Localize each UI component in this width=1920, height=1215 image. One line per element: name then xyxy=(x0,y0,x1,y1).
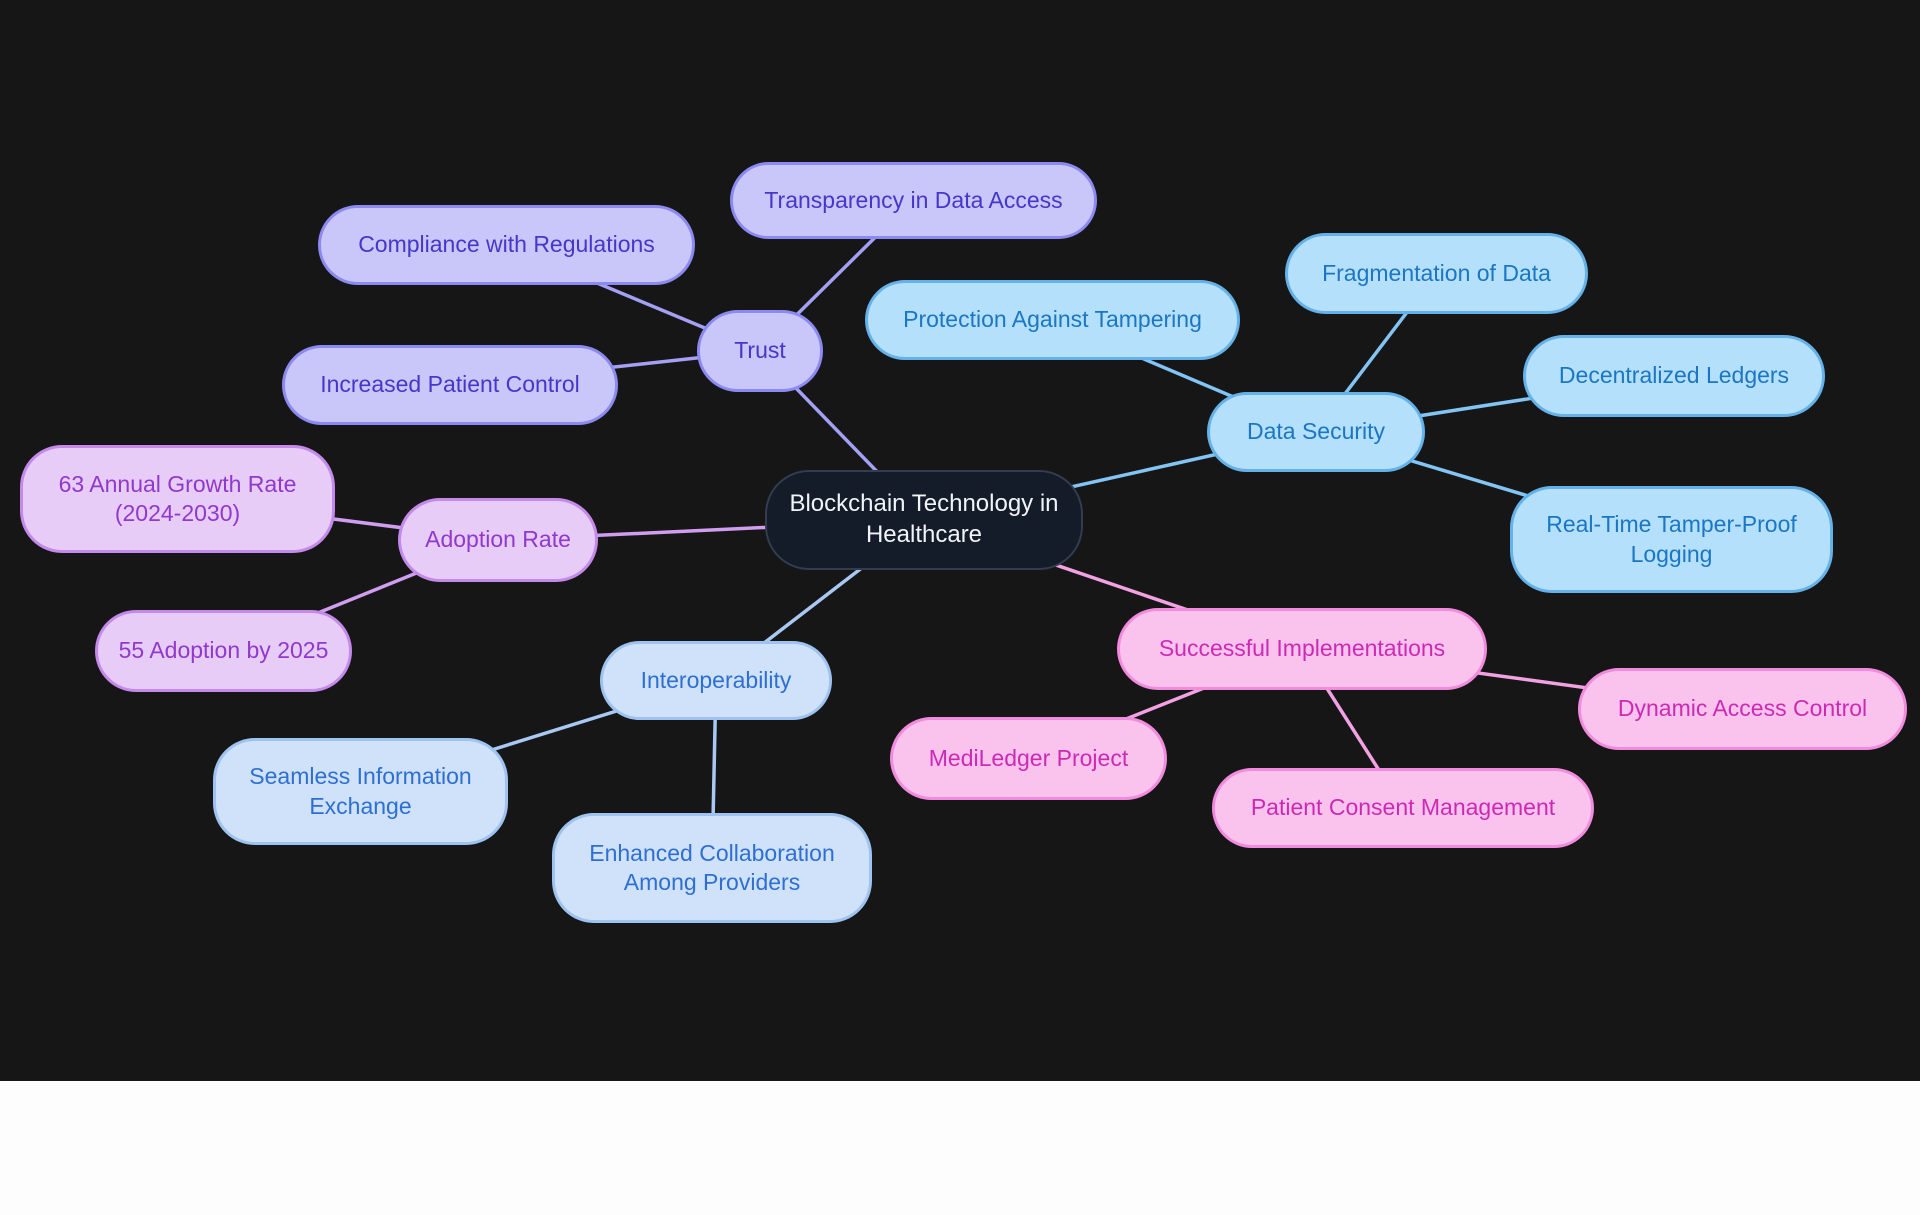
footer-band xyxy=(0,1081,1920,1215)
node-enhanced-collaboration-providers[interactable]: Enhanced Collaboration Among Providers xyxy=(552,813,872,923)
node-seamless-information-exchange[interactable]: Seamless Information Exchange xyxy=(213,738,508,845)
node-annual-growth-rate[interactable]: 63 Annual Growth Rate (2024-2030) xyxy=(20,445,335,553)
node-label: Interoperability xyxy=(640,666,792,693)
node-label: Real-Time Tamper-Proof Logging xyxy=(1546,511,1797,567)
node-transparency-in-data-access[interactable]: Transparency in Data Access xyxy=(730,162,1097,239)
node-protection-against-tampering[interactable]: Protection Against Tampering xyxy=(865,280,1240,360)
node-successful-implementations[interactable]: Successful Implementations xyxy=(1117,608,1487,690)
node-interoperability[interactable]: Interoperability xyxy=(600,641,832,720)
node-trust[interactable]: Trust xyxy=(697,310,823,392)
node-label: Increased Patient Control xyxy=(320,371,580,398)
node-label: Successful Implementations xyxy=(1158,635,1446,662)
node-increased-patient-control[interactable]: Increased Patient Control xyxy=(282,345,618,425)
node-label: Trust xyxy=(734,337,786,364)
node-adoption-by-2025[interactable]: 55 Adoption by 2025 xyxy=(95,610,352,692)
node-mediledger-project[interactable]: MediLedger Project xyxy=(890,717,1167,800)
node-label: Transparency in Data Access xyxy=(764,186,1063,213)
node-patient-consent-management[interactable]: Patient Consent Management xyxy=(1212,768,1594,848)
node-label: Data Security xyxy=(1246,418,1386,445)
node-adoption-rate[interactable]: Adoption Rate xyxy=(398,498,598,582)
node-decentralized-ledgers[interactable]: Decentralized Ledgers xyxy=(1523,335,1825,417)
node-label: Protection Against Tampering xyxy=(903,306,1202,333)
node-dynamic-access-control[interactable]: Dynamic Access Control xyxy=(1578,668,1907,750)
node-label: Adoption Rate xyxy=(425,526,571,553)
node-label: 63 Annual Growth Rate (2024-2030) xyxy=(58,470,297,526)
node-realtime-tamper-proof-logging[interactable]: Real-Time Tamper-Proof Logging xyxy=(1510,486,1833,593)
node-central-blockchain-healthcare[interactable]: Blockchain Technology in Healthcare xyxy=(765,470,1083,570)
node-data-security[interactable]: Data Security xyxy=(1207,392,1425,472)
node-label: Dynamic Access Control xyxy=(1617,695,1868,722)
node-fragmentation-of-data[interactable]: Fragmentation of Data xyxy=(1285,233,1588,314)
node-label: Blockchain Technology in Healthcare xyxy=(789,490,1059,548)
node-label: Compliance with Regulations xyxy=(358,231,655,258)
node-label: MediLedger Project xyxy=(928,744,1129,771)
node-label: Patient Consent Management xyxy=(1250,794,1556,821)
node-label: Decentralized Ledgers xyxy=(1558,362,1790,389)
node-label: Seamless Information Exchange xyxy=(249,763,472,819)
node-compliance-with-regulations[interactable]: Compliance with Regulations xyxy=(318,205,695,285)
node-label: Fragmentation of Data xyxy=(1322,259,1551,286)
node-label: 55 Adoption by 2025 xyxy=(118,637,329,664)
node-label: Enhanced Collaboration Among Providers xyxy=(589,839,835,895)
